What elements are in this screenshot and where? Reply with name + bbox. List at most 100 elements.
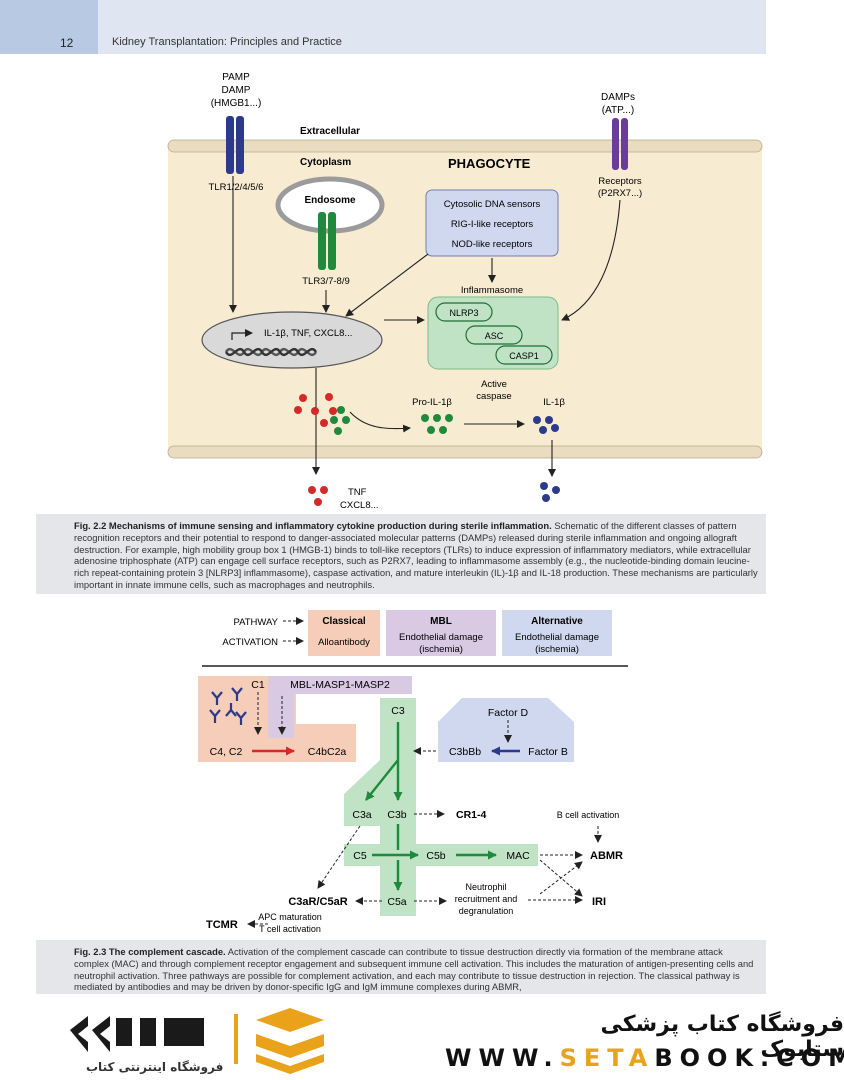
- c5b-label: C5b: [426, 850, 445, 862]
- nucleus-genes-label: IL-1β, TNF, CXCL8...: [264, 328, 352, 339]
- fig23-caption-label: Fig. 2.3: [74, 946, 107, 957]
- active-label: Active: [481, 379, 507, 390]
- il1b-label: IL-1β: [543, 397, 565, 408]
- tcmr-label: TCMR: [206, 919, 238, 931]
- arrow-receptor-to-inflammasome: [561, 199, 621, 321]
- c3bbb-label: C3bBb: [449, 746, 481, 758]
- header-tab: [0, 0, 98, 54]
- alternative-legend-box: [502, 610, 612, 656]
- running-title: Kidney Transplantation: Principles and P…: [112, 36, 342, 48]
- phagocyte-label: PHAGOCYTE: [448, 156, 531, 171]
- logo-book-top-icon: [256, 1008, 324, 1032]
- fig22-caption-text: Schematic of the different classes of pa…: [74, 520, 758, 590]
- mbl-pathway-header: [268, 676, 412, 694]
- tnf-label: TNF: [348, 487, 367, 498]
- neutrophil-line3: degranulation: [459, 906, 514, 916]
- setabook-logo: [70, 1008, 324, 1074]
- arrow-sensors-to-nucleus: [345, 253, 429, 317]
- classical-legend-box: [308, 610, 380, 656]
- nlrp3-label: NLRP3: [449, 308, 478, 318]
- damps-label: DAMPs: [601, 92, 635, 103]
- tlr-surface-receptor-icon: [226, 116, 244, 174]
- transcription-arrow-icon: [231, 329, 253, 340]
- mbl-pathway-bg: [268, 694, 294, 738]
- alt-activation-line2: (ischemia): [535, 644, 579, 655]
- pro-il1b-dots-icon: [421, 414, 453, 434]
- logo-chevron-left-icon: [70, 1016, 88, 1052]
- activation-legend-label: ACTIVATION: [222, 637, 278, 648]
- c5a-label: C5a: [387, 896, 406, 908]
- c3-label: C3: [391, 705, 405, 717]
- factor-b-label: Factor B: [528, 746, 568, 758]
- neutrophil-line2: recruitment and: [455, 894, 518, 904]
- pamp-label: PAMP: [222, 72, 250, 83]
- extracellular-label: Extracellular: [300, 126, 360, 137]
- nlrp3-pill: [435, 302, 493, 322]
- apc-line1: APC maturation: [258, 912, 322, 922]
- il1b-dots-icon: [533, 416, 559, 434]
- neutrophil-line1: Neutrophil: [465, 882, 506, 892]
- classical-label: Classical: [322, 616, 366, 627]
- casp1-pill: [495, 345, 553, 365]
- cytosolic-sensors-box: [425, 189, 559, 257]
- caspase-label: caspase: [476, 391, 511, 402]
- nucleus-icon: [201, 311, 383, 369]
- iri-label: IRI: [592, 896, 606, 908]
- casp1-label: CASP1: [509, 351, 539, 361]
- sensor-dna: Cytosolic DNA sensors: [444, 199, 541, 210]
- url-prefix: WWW.: [445, 1044, 560, 1072]
- apc-line2: T cell activation: [259, 924, 321, 934]
- cytoplasm-label: Cytoplasm: [300, 157, 351, 168]
- antibody-icons: [209, 687, 247, 725]
- logo-chevron-mid-icon: [92, 1016, 110, 1052]
- running-header: [0, 0, 766, 54]
- tlr-endosomal-receptor-icon: [318, 212, 336, 270]
- pro-il1b-label: Pro-IL-1β: [412, 397, 452, 408]
- p2rx7-label: (P2RX7...): [598, 188, 642, 199]
- membrane-bottom: [167, 445, 763, 459]
- atp-label: (ATP...): [602, 105, 634, 116]
- arrow-c3a-to-receptor: [317, 825, 361, 889]
- bcell-label: B cell activation: [557, 810, 620, 820]
- tnf-dots-icon: [308, 486, 328, 506]
- mbl-label: MBL: [430, 616, 452, 627]
- asc-pill: [465, 325, 523, 345]
- asc-label: ASC: [485, 331, 504, 341]
- fig22-caption-label: Fig. 2.2: [74, 520, 107, 531]
- store-name: فروشگاه کتاب پزشکی ستابوک: [600, 1012, 844, 1062]
- factor-d-label: Factor D: [488, 707, 529, 719]
- mbl-activation-line1: Endothelial damage: [399, 632, 483, 643]
- c5-label: C5: [353, 850, 367, 862]
- c4bc2a-label: C4bC2a: [308, 746, 347, 758]
- cxcl8-label: CXCL8...: [340, 500, 379, 511]
- alloantibody-label: Alloantibody: [318, 637, 370, 648]
- store-url[interactable]: WWW.SETABOOK.COM: [445, 1044, 844, 1072]
- fig22-caption: Fig. 2.2 Mechanisms of immune sensing an…: [36, 514, 766, 594]
- il1b-secreted-dots-icon: [540, 482, 560, 502]
- alternative-pathway-bg: [438, 698, 574, 762]
- abmr-label: ABMR: [590, 850, 623, 862]
- p2rx7-receptor-icon: [612, 118, 628, 170]
- arrow-c3-to-c3a: [365, 759, 399, 801]
- fig23-diagram: PATHWAY ACTIVATION Classical Alloantibod…: [198, 610, 628, 934]
- arrow-to-pro-il1b: [349, 411, 411, 433]
- sensor-nod: NOD-like receptors: [452, 239, 533, 250]
- mbl-activation-line2: (ischemia): [419, 644, 463, 655]
- page-number: 12: [60, 36, 74, 50]
- cytokine-cluster-icon: [294, 393, 350, 435]
- fig23-caption-title: The complement cascade.: [108, 946, 226, 957]
- url-accent: SETA: [559, 1044, 655, 1072]
- logo-letters-icon: [116, 1018, 204, 1046]
- logo-divider: [234, 1014, 238, 1064]
- arrow-neutrophil-to-abmr: [539, 861, 583, 895]
- c3b-label: C3b: [387, 809, 406, 821]
- fig23-caption: Fig. 2.3 The complement cascade. Activat…: [36, 940, 766, 994]
- alternative-label: Alternative: [531, 616, 583, 627]
- mac-label: MAC: [506, 850, 530, 862]
- inflammasome-label: Inflammasome: [461, 285, 523, 296]
- endosome-label: Endosome: [304, 195, 356, 206]
- membrane-top: [167, 139, 763, 153]
- logo-subtitle: فروشگاه اینترنتی کتاب: [86, 1060, 224, 1074]
- receptors-label: Receptors: [598, 176, 642, 187]
